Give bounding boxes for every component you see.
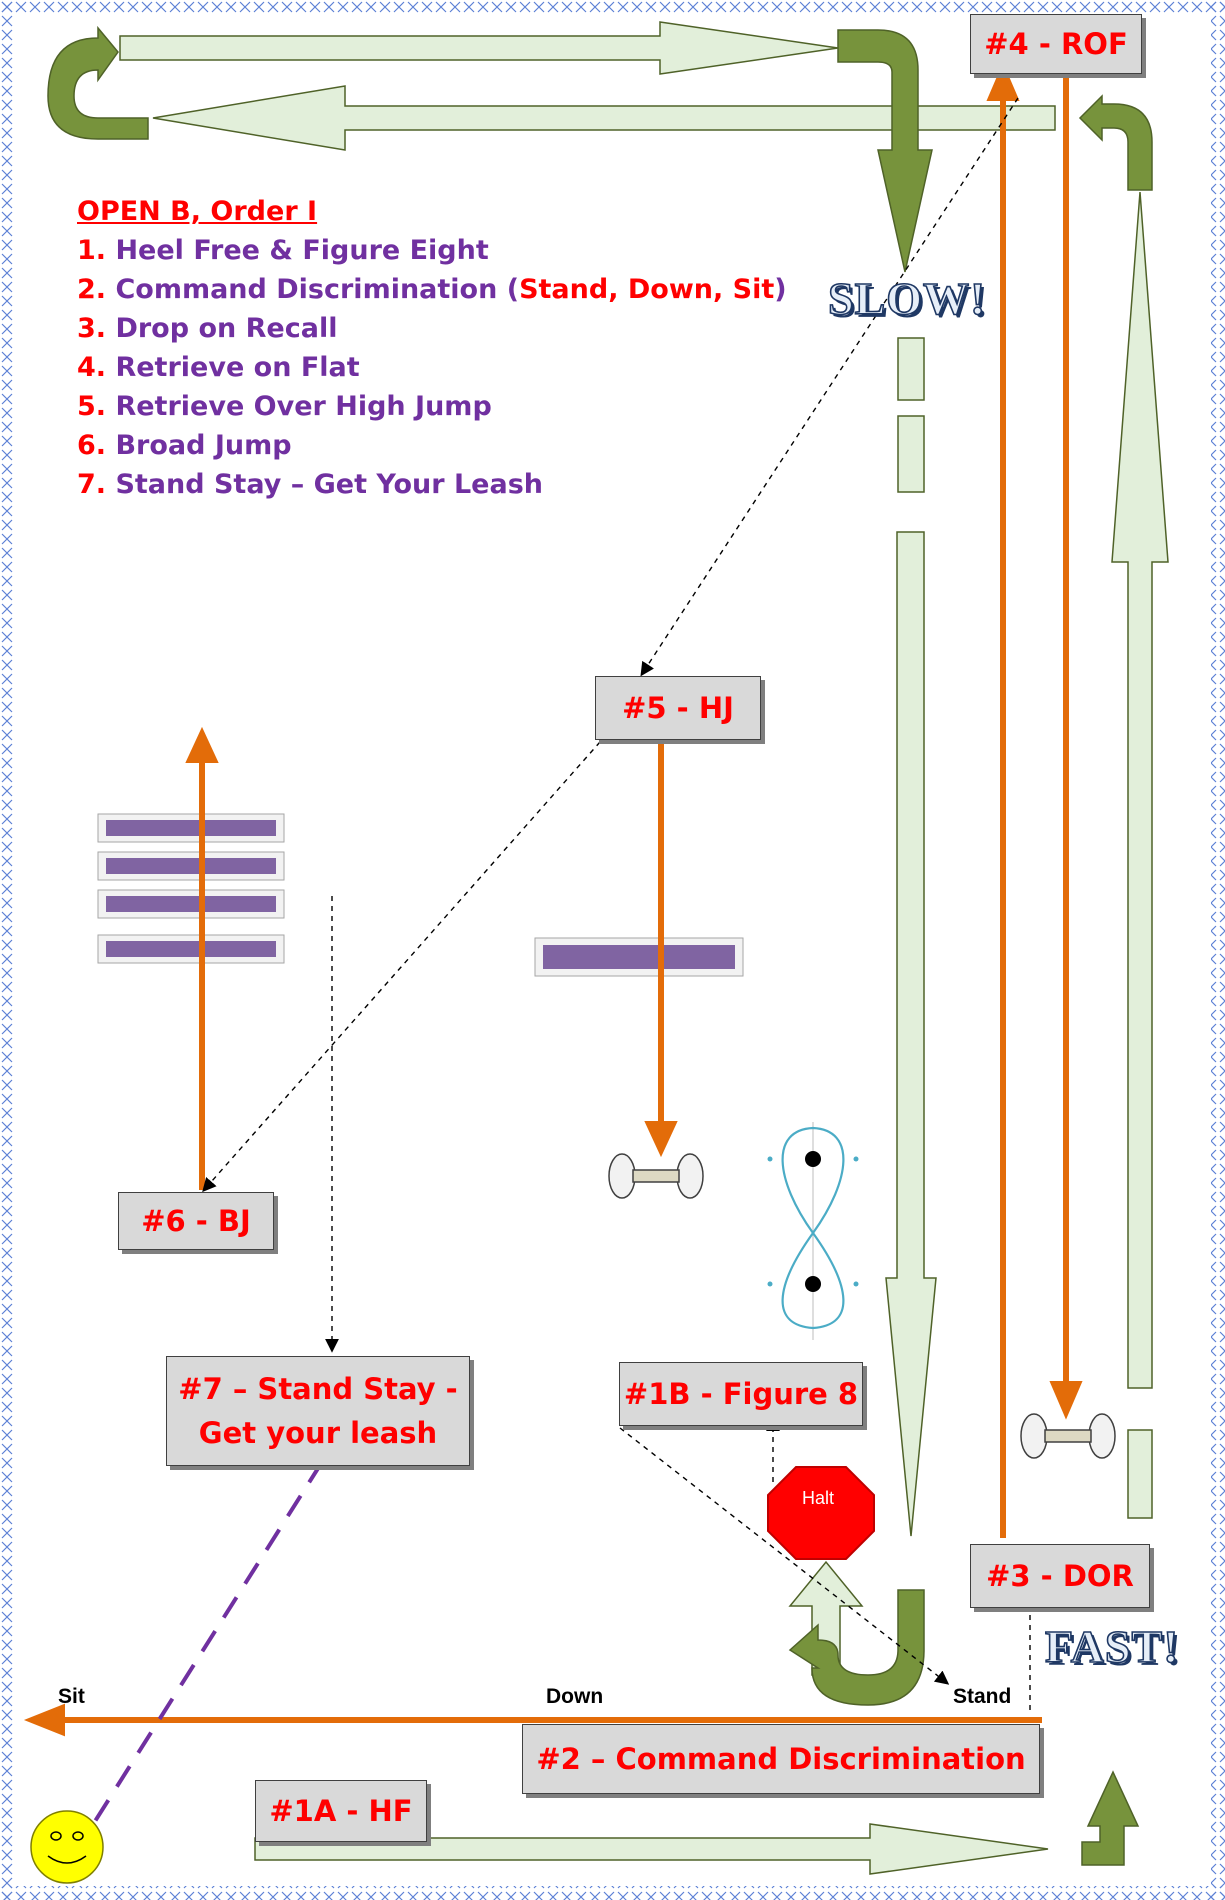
slow-label: SLOW! xyxy=(827,272,987,325)
leash-line xyxy=(78,1460,324,1847)
stand-stay-line2: Get your leash xyxy=(198,1416,438,1450)
bottom-right-turn xyxy=(1081,1770,1140,1866)
center-down-segment-1 xyxy=(897,337,925,401)
top-center-turn xyxy=(837,29,933,273)
center-down-arrow xyxy=(885,531,937,1537)
command-sit-label: Sit xyxy=(58,1685,85,1708)
legend-item: 4. Retrieve on Flat xyxy=(77,352,360,383)
turn-arrows xyxy=(47,25,1153,1866)
top-right-turn xyxy=(1078,94,1153,191)
station-figure8: #1B - Figure 8 xyxy=(619,1362,863,1426)
dumbbell-icon xyxy=(608,1153,704,1199)
command-down-label: Down xyxy=(546,1685,604,1708)
right-up-arrow xyxy=(1111,191,1169,1389)
center-down-segment-2 xyxy=(897,415,925,493)
fast-label: FAST! xyxy=(1044,1620,1180,1673)
station-bj: #6 - BJ xyxy=(118,1192,274,1250)
top-left-uturn xyxy=(47,25,149,140)
station-command-discrimination: #2 – Command Discrimination xyxy=(522,1724,1040,1794)
station-rof: #4 - ROF xyxy=(970,14,1142,74)
top-left-arrow xyxy=(152,85,1056,151)
dumbbell-icon xyxy=(1020,1413,1116,1459)
top-right-arrow xyxy=(119,21,839,75)
legend-item: 7. Stand Stay – Get Your Leash xyxy=(77,469,543,500)
heel-path xyxy=(119,21,1169,1875)
halt-label: Halt xyxy=(802,1488,835,1508)
broad-jump xyxy=(97,813,285,964)
right-up-segment xyxy=(1127,1429,1153,1519)
legend-item: 5. Retrieve Over High Jump xyxy=(77,391,492,422)
bottom-right-arrow xyxy=(254,1823,1049,1875)
high-jump xyxy=(534,937,744,977)
station-hj: #5 - HJ xyxy=(595,676,761,740)
station-dor: #3 - DOR xyxy=(970,1544,1150,1608)
smiley-icon xyxy=(30,1810,104,1884)
legend-title: OPEN B, Order I xyxy=(77,196,318,227)
legend-item: 1. Heel Free & Figure Eight xyxy=(77,235,489,266)
exercise-legend: OPEN B, Order I 1. Heel Free & Figure Ei… xyxy=(77,192,787,504)
legend-item: 6. Broad Jump xyxy=(77,430,292,461)
halt-sign-icon xyxy=(767,1466,875,1560)
legend-item: 2. Command Discrimination (Stand, Down, … xyxy=(77,274,787,305)
station-hf: #1A - HF xyxy=(255,1780,427,1842)
bottom-center-uturn xyxy=(788,1589,925,1706)
dashed-paths xyxy=(202,97,1037,1710)
legend-item: 3. Drop on Recall xyxy=(77,313,338,344)
figure-eight-icon xyxy=(767,1122,859,1340)
station-stand-stay: #7 – Stand Stay - Get your leash xyxy=(166,1356,470,1466)
orange-arrows xyxy=(23,62,1083,1737)
stand-stay-line1: #7 – Stand Stay - xyxy=(178,1372,458,1406)
command-stand-label: Stand xyxy=(953,1685,1012,1708)
